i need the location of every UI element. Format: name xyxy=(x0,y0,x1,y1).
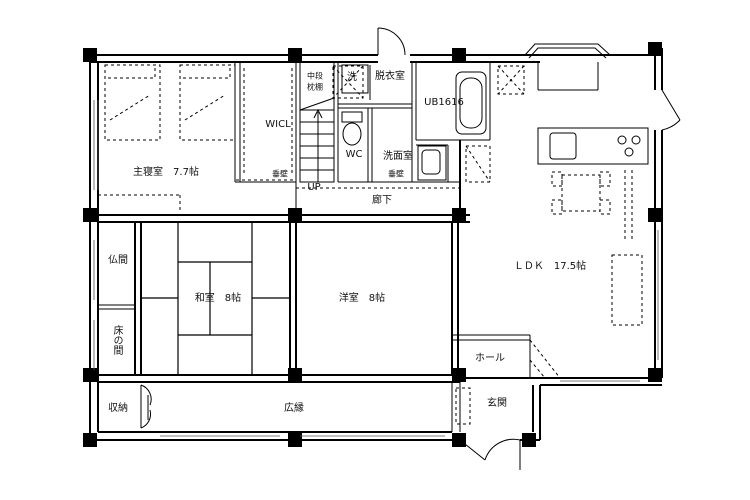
label-youshitsu: 洋室 8帖 xyxy=(339,291,385,304)
label-washroom: 洗面室 xyxy=(383,149,413,162)
label-wash: 洗 xyxy=(347,71,357,83)
doors xyxy=(140,27,681,470)
dining-set xyxy=(551,170,633,240)
washing-machine xyxy=(341,64,371,100)
structural-posts xyxy=(83,42,662,447)
kitchen-counter xyxy=(537,127,649,165)
label-wicl: WICL xyxy=(265,119,291,130)
label-hall: ホール xyxy=(475,352,505,364)
interior-walls xyxy=(98,62,530,432)
label-hanging-wall-1: 垂壁 xyxy=(272,169,288,179)
bathtub xyxy=(455,71,487,135)
label-storage: 収納 xyxy=(108,401,128,414)
label-shelf-2: 枕棚 xyxy=(307,82,323,92)
washbasin xyxy=(417,145,447,181)
label-tokonoma: 床の間 xyxy=(111,324,123,356)
closet-rails xyxy=(236,68,296,181)
label-bath: UB1616 xyxy=(424,97,464,108)
tatami-pattern xyxy=(141,221,290,376)
label-wc: WC xyxy=(346,149,363,160)
corridor-lines xyxy=(98,187,461,212)
genkan-details xyxy=(455,335,561,425)
label-genkan: 玄関 xyxy=(487,396,507,409)
label-washitsu: 和室 8帖 xyxy=(195,291,241,304)
stairs xyxy=(299,97,335,183)
label-shelf-1: 中段 xyxy=(307,71,323,81)
label-up: UP xyxy=(307,182,320,193)
sofa xyxy=(611,254,643,326)
label-master-bedroom: 主寝室 7.7帖 xyxy=(133,165,199,178)
beds xyxy=(104,64,236,141)
bay-window xyxy=(524,43,611,91)
label-corridor: 廊下 xyxy=(372,193,392,206)
toilet xyxy=(341,111,363,146)
window-marks xyxy=(93,100,659,437)
label-hanging-wall-2: 垂壁 xyxy=(388,169,404,179)
label-ldk: ＬＤＫ 17.5帖 xyxy=(514,259,586,272)
label-butsuma: 仏間 xyxy=(108,254,128,266)
label-dressing-room: 脱衣室 xyxy=(375,69,405,82)
appliance-spaces xyxy=(332,65,525,183)
label-engawa: 広縁 xyxy=(284,401,304,414)
